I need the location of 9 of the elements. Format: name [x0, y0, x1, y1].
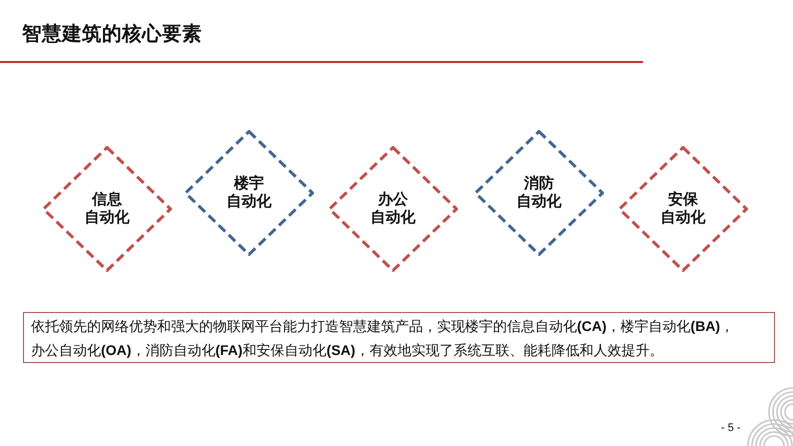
diamond-label: 办公自动化 [370, 191, 416, 227]
slide-title: 智慧建筑的核心要素 [22, 22, 202, 46]
diamond-label: 安保自动化 [660, 191, 706, 227]
description-paragraph: 依托领先的网络优势和强大的物联网平台能力打造智慧建筑产品，实现楼宇的信息自动化(CA)，楼宇自动化(BA)，办公自动化(OA)，消防自动化(FA)和安保自动化(SA)，有效地实现了系统互联、能耗降低和人效提升。 [31, 317, 736, 360]
page-number: - 5 - [721, 421, 741, 435]
diamond-label: 消防自动化 [516, 175, 562, 211]
diamond-label: 信息自动化 [84, 191, 130, 227]
text-panel [23, 312, 775, 363]
diamond-label: 楼宇自动化 [226, 175, 272, 211]
